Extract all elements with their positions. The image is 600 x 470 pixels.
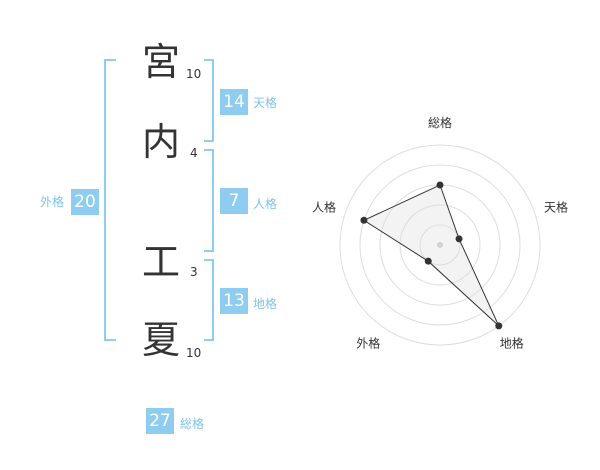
chikaku-label: 地格 — [253, 297, 278, 311]
radar-point-5 — [360, 216, 368, 224]
radar-polygon — [362, 184, 500, 327]
jinkaku-value: 7 — [220, 188, 248, 214]
soukaku-value: 27 — [146, 408, 174, 434]
radar-points — [360, 181, 503, 330]
name-char-2: 内 — [142, 120, 181, 164]
radar-axis-label-5: 人格 — [312, 199, 336, 214]
radar-point-1 — [436, 181, 444, 189]
stroke-count-3: 3 — [190, 265, 198, 279]
radar-axis-label-4: 外格 — [356, 336, 380, 351]
name-char-4: 夏 — [142, 318, 181, 362]
radar-ring-1 — [419, 224, 461, 266]
jinkaku-bracket — [204, 149, 214, 252]
chikaku-bracket — [204, 259, 214, 341]
stroke-count-1: 10 — [186, 67, 202, 81]
gaikaku-label: 外格 — [40, 195, 65, 209]
name-char-1: 宮 — [142, 40, 181, 84]
stroke-count-2: 4 — [190, 146, 198, 160]
tenkaku-bracket — [204, 59, 214, 142]
radar-point-2 — [455, 235, 463, 243]
gaikaku-value: 20 — [71, 189, 99, 215]
radar-point-4 — [424, 257, 432, 265]
radar-point-3 — [495, 322, 503, 330]
radar-axis-label-2: 天格 — [544, 199, 568, 214]
jinkaku-label: 人格 — [253, 197, 278, 211]
tenkaku-value: 14 — [220, 89, 248, 115]
gaikaku-bracket — [104, 59, 116, 341]
radar-ring-4 — [359, 164, 521, 326]
radar-ring-2 — [399, 204, 481, 286]
radar-axis-label-1: 総格 — [428, 115, 452, 130]
radar-axis-label-3: 地格 — [500, 336, 524, 351]
stroke-count-4: 10 — [186, 346, 202, 360]
radar-grid — [339, 144, 541, 346]
name-char-3: 工 — [142, 240, 181, 284]
radar-center — [437, 242, 443, 248]
chikaku-value: 13 — [220, 288, 248, 314]
soukaku-label: 総格 — [180, 417, 205, 431]
radar-ring-5 — [339, 144, 541, 346]
tenkaku-label: 天格 — [253, 96, 278, 110]
